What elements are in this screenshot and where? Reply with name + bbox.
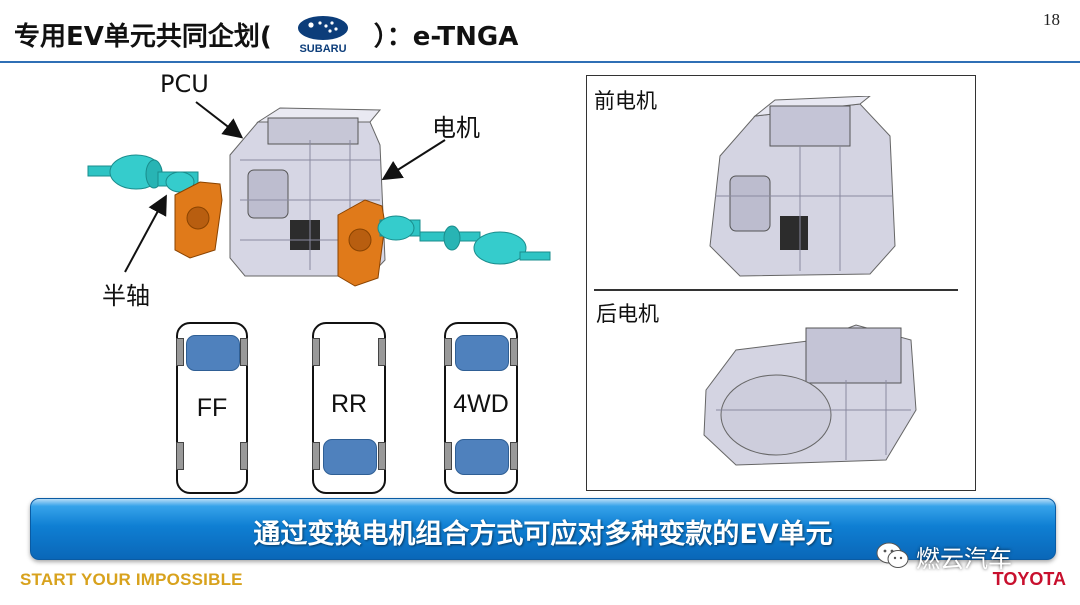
layout-4wd-label: 4WD xyxy=(453,390,509,418)
layout-rr-label: RR xyxy=(330,390,368,418)
layout-4wd: 4WD xyxy=(444,322,518,494)
half-shaft-arrow xyxy=(124,194,167,273)
title-suffix: ）：e-TNGA xyxy=(373,21,519,52)
rear-motor-block xyxy=(323,439,377,475)
pcu-arrow xyxy=(195,101,244,139)
wechat-icon xyxy=(876,542,909,568)
panel-divider xyxy=(594,289,958,291)
layout-rr: RR xyxy=(312,322,386,494)
slide-title: 专用EV单元共同企划( SUBARU ）：e-TNGA xyxy=(14,14,519,55)
half-shaft-label: 半轴 xyxy=(102,282,150,310)
title-prefix: 专用EV单元共同企划( xyxy=(14,21,272,52)
motor-arrow xyxy=(381,139,446,181)
front-motor-image xyxy=(700,95,900,280)
page-number: 18 xyxy=(1043,10,1060,29)
layout-ff-label: FF xyxy=(196,394,228,422)
footer-slogan: START YOUR IMPOSSIBLE xyxy=(20,570,243,589)
rear-motor-block xyxy=(455,439,509,475)
front-motor-block xyxy=(186,335,240,371)
watermark-text: 燃云汽车 xyxy=(916,544,1012,573)
front-motor-block xyxy=(455,335,509,371)
callout-arrows xyxy=(124,101,446,273)
front-motor-label: 前电机 xyxy=(594,89,657,113)
left-drive-shaft xyxy=(87,154,199,193)
drive-unit-illustration xyxy=(80,100,560,300)
title-divider xyxy=(0,61,1080,63)
rear-motor-label: 后电机 xyxy=(596,302,659,326)
rear-motor-image xyxy=(696,320,926,470)
right-drive-shaft xyxy=(377,215,551,265)
watermark: 燃云汽车 xyxy=(876,538,1012,574)
pcu-label: PCU xyxy=(160,70,209,98)
motor-label: 电机 xyxy=(432,114,480,142)
logo-lettering: SUBARU xyxy=(299,43,346,54)
layout-ff: FF xyxy=(176,322,248,494)
subaru-logo: SUBARU xyxy=(278,14,368,55)
banner-text: 通过变换电机组合方式可应对多种变款的EV单元 xyxy=(253,519,833,550)
footer-brand: TOYOTA xyxy=(992,569,1066,589)
